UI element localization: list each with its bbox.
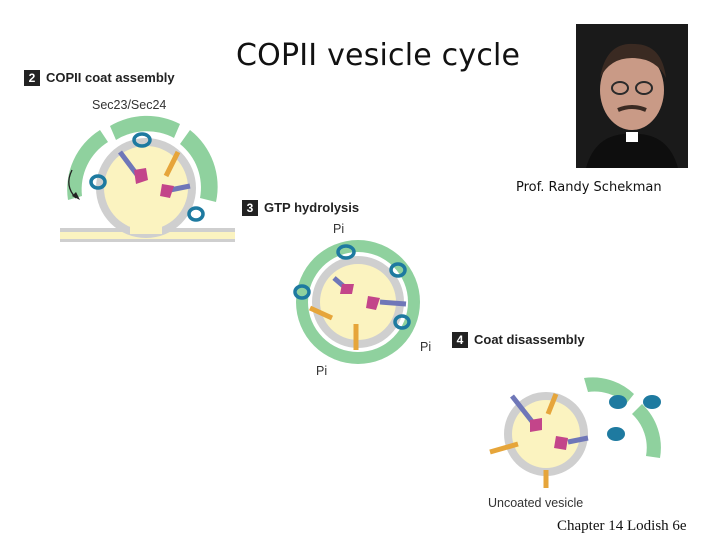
- cargo: [134, 168, 148, 184]
- step-4-diagram: [489, 377, 661, 488]
- released-coat: [632, 404, 661, 458]
- cargo: [530, 418, 542, 432]
- released-gdp: [607, 427, 625, 441]
- step-4-label: Coat disassembly: [474, 332, 585, 347]
- arrow-head: [72, 192, 80, 200]
- step-3-heading: 3 GTP hydrolysis: [242, 200, 359, 216]
- step-4-heading: 4 Coat disassembly: [452, 332, 585, 348]
- receptor: [379, 299, 407, 307]
- uncoated-vesicle-label: Uncoated vesicle: [488, 496, 584, 510]
- gtp: [89, 174, 107, 190]
- step-3-label: GTP hydrolysis: [264, 200, 360, 215]
- gdp: [393, 314, 411, 330]
- released-gdp: [609, 395, 627, 409]
- photo-caption: Prof. Randy Schekman: [516, 180, 662, 195]
- slide-title: COPII vesicle cycle: [236, 38, 521, 73]
- cargo: [160, 184, 174, 198]
- chapter-reference: Chapter 14 Lodish 6e: [557, 518, 687, 534]
- sec23-sec24-label: Sec23/Sec24: [92, 98, 167, 112]
- step-3-number: 3: [242, 200, 258, 216]
- step-2-diagram: [60, 115, 235, 242]
- gtp: [132, 132, 152, 148]
- sar1: [545, 393, 559, 415]
- bud-neck: [130, 220, 162, 234]
- cargo: [340, 284, 354, 294]
- gtp: [187, 206, 205, 222]
- coat-segment: [110, 115, 180, 140]
- gdp: [389, 262, 407, 278]
- receptor: [510, 394, 536, 426]
- coat-segment: [180, 130, 218, 202]
- step-4-number: 4: [452, 332, 468, 348]
- cargo: [366, 296, 380, 310]
- pi-right-label: Pi: [420, 340, 432, 354]
- step-2-number: 2: [24, 70, 40, 86]
- schekman-photo: [576, 24, 688, 168]
- portrait-image: [576, 24, 688, 168]
- step-3-diagram: [293, 240, 420, 364]
- step-2-label: COPII coat assembly: [46, 70, 175, 85]
- sar1: [489, 441, 519, 455]
- gdp: [336, 244, 356, 260]
- cargo: [554, 436, 568, 450]
- released-gdp: [643, 395, 661, 409]
- gdp: [293, 284, 311, 300]
- receptor: [169, 183, 191, 193]
- vesicle-lumen: [104, 146, 188, 230]
- sar1: [308, 305, 334, 321]
- pi-bottom-label: Pi: [316, 364, 328, 378]
- step-2-heading: 2 COPII coat assembly: [24, 70, 175, 86]
- sar1: [163, 150, 181, 178]
- receptor: [567, 435, 589, 445]
- pi-top-label: Pi: [333, 222, 345, 236]
- coat-segment: [67, 130, 108, 200]
